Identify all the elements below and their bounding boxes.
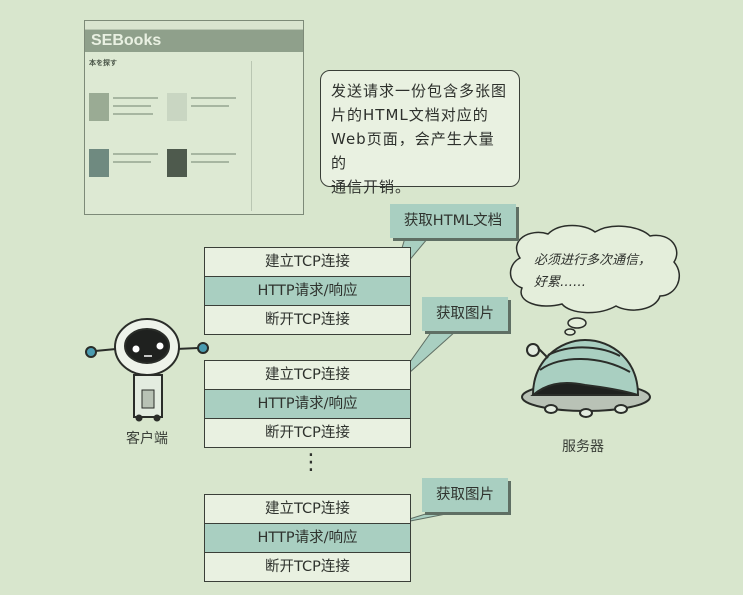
row-http-request: HTTP请求/响应 — [205, 524, 410, 553]
server-thought: 必须进行多次通信， 好累…… — [534, 250, 651, 294]
webpage-heading: 本を探す — [89, 59, 117, 67]
server-label: 服务器 — [562, 439, 604, 455]
row-tcp-connect: 建立TCP连接 — [205, 248, 410, 277]
connection-sequence-1: 建立TCP连接 HTTP请求/响应 断开TCP连接 — [204, 247, 411, 335]
book-cover — [89, 149, 109, 177]
webpage-sidebar — [251, 61, 302, 211]
book-cover — [89, 93, 109, 121]
robot-client-icon — [85, 318, 209, 422]
speech-line: Web页面，会产生大量的 — [331, 130, 495, 172]
callout-get-image: 获取图片 — [422, 478, 508, 512]
book-cover — [167, 149, 187, 177]
thought-cloud — [509, 224, 680, 336]
callout-get-image: 获取图片 — [422, 297, 508, 331]
row-http-request: HTTP请求/响应 — [205, 277, 410, 306]
thought-line: 好累…… — [534, 275, 587, 290]
speech-line: 通信开销。 — [331, 178, 412, 196]
row-tcp-disconnect: 断开TCP连接 — [265, 559, 350, 575]
row-tcp-connect: 建立TCP连接 — [205, 495, 410, 524]
ellipsis: ⋮ — [300, 450, 322, 475]
webpage-screenshot: SEBooks 本を探す — [84, 20, 304, 215]
speech-box: 发送请求一份包含多张图 片的HTML文档对应的 Web页面，会产生大量的 通信开… — [320, 70, 520, 196]
row-tcp-connect: 建立TCP连接 — [205, 361, 410, 390]
webpage-topbar — [85, 21, 303, 30]
row-tcp-disconnect: 断开TCP连接 — [265, 312, 350, 328]
thought-line: 必须进行多次通信， — [534, 253, 652, 268]
webpage-logo: SEBooks — [85, 30, 303, 52]
row-http-request: HTTP请求/响应 — [205, 390, 410, 419]
speech-line: 片的HTML文档对应的 — [331, 106, 489, 124]
server-dome-icon — [521, 338, 651, 418]
row-tcp-disconnect: 断开TCP连接 — [265, 425, 350, 441]
callout-get-html: 获取HTML文档 — [390, 204, 516, 238]
book-cover — [167, 93, 187, 121]
client-label: 客户端 — [126, 431, 168, 447]
speech-line: 发送请求一份包含多张图 — [331, 82, 508, 100]
connection-sequence-2: 建立TCP连接 HTTP请求/响应 断开TCP连接 — [204, 360, 411, 448]
connection-sequence-3: 建立TCP连接 HTTP请求/响应 断开TCP连接 — [204, 494, 411, 582]
